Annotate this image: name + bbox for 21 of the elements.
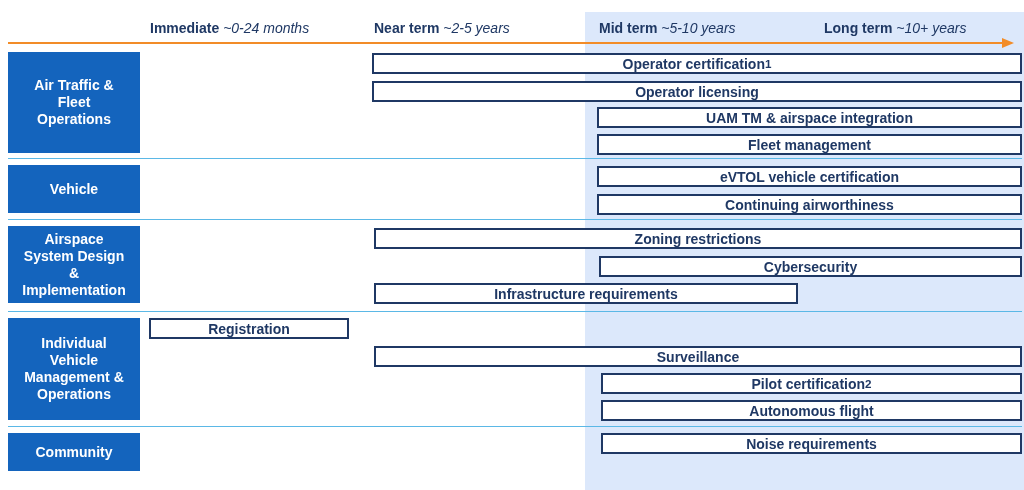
column-heading: Mid term ~5-10 years — [599, 20, 736, 36]
timeline-bar: UAM TM & airspace integration — [597, 107, 1022, 128]
timeline-bar: Surveillance — [374, 346, 1022, 367]
category-box: Community — [8, 433, 140, 471]
timeline-bar: Fleet management — [597, 134, 1022, 155]
column-heading: Immediate ~0-24 months — [150, 20, 310, 36]
category-box: Vehicle — [8, 165, 140, 213]
timeline-bar: Registration — [149, 318, 349, 339]
column-heading: Near term ~2-5 years — [374, 20, 510, 36]
timeline-bar: Autonomous flight — [601, 400, 1022, 421]
category-box: Air Traffic & Fleet Operations — [8, 52, 140, 153]
timeline-bar: eVTOL vehicle certification — [597, 166, 1022, 187]
timeline-bar: Zoning restrictions — [374, 228, 1022, 249]
timeline-bar: Cybersecurity — [599, 256, 1022, 277]
timeline-bar: Noise requirements — [601, 433, 1022, 454]
timeline-bar: Operator licensing — [372, 81, 1022, 102]
category-box: Individual Vehicle Management & Operations — [8, 318, 140, 420]
column-heading: Long term ~10+ years — [824, 20, 967, 36]
timeline-bar: Infrastructure requirements — [374, 283, 798, 304]
category-box: Airspace System Design & Implementation — [8, 226, 140, 303]
timeline-bar: Continuing airworthiness — [597, 194, 1022, 215]
